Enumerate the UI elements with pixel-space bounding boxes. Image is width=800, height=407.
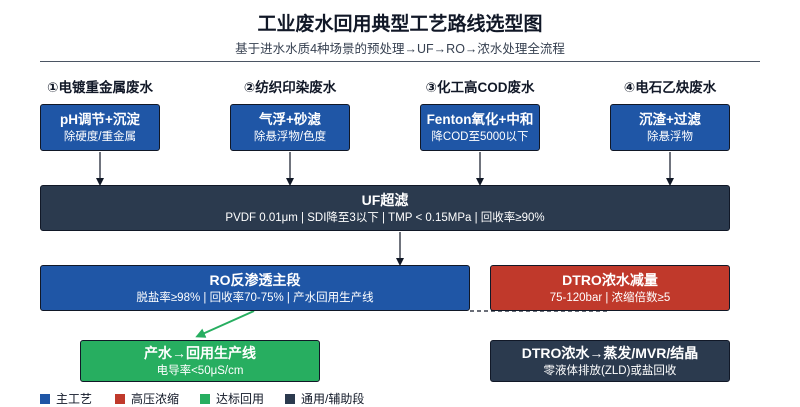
uf-box: UF超滤 PVDF 0.01μm | SDI降至3以下 | TMP < 0.15…	[40, 185, 730, 231]
diagram-title: 工业废水回用典型工艺路线选型图	[257, 14, 543, 35]
pretreatment-subtitle: 降COD至5000以下	[431, 131, 529, 143]
legend-swatch	[285, 393, 295, 404]
pretreatment-box-acetylene: 沉渣+过滤 除悬浮物	[610, 104, 730, 151]
legend-swatch	[40, 393, 50, 404]
legend-item-common: 通用/辅助段	[285, 390, 364, 407]
pretreatment-title: 沉渣+过滤	[639, 112, 701, 127]
pretreatment-subtitle: 除悬浮物/色度	[253, 131, 327, 143]
zld-box: DTRO浓水→蒸发/MVR/结晶 零液体排放(ZLD)或盐回收	[490, 340, 730, 382]
uf-title: UF超滤	[361, 192, 409, 208]
legend-swatch	[200, 393, 210, 404]
diagram-subtitle: 基于进水水质4种场景的预处理→UF→RO→浓水处理全流程	[235, 42, 565, 56]
product-specs: 电导率<50μS/cm	[156, 365, 244, 377]
pretreatment-title: pH调节+沉淀	[60, 112, 140, 127]
legend-item-main-process: 主工艺	[40, 390, 92, 407]
ro-specs: 脱盐率≥98% | 回收率70-75% | 产水回用生产线	[136, 292, 374, 304]
legend-swatch	[115, 393, 125, 404]
dtro-specs: 75-120bar | 浓缩倍数≥5	[549, 292, 671, 304]
pretreatment-box-chemical: Fenton氧化+中和 降COD至5000以下	[420, 104, 540, 151]
dtro-title: DTRO浓水减量	[562, 272, 658, 288]
pretreatment-title: 气浮+砂滤	[259, 112, 321, 127]
scenario-label-acetylene: ④电石乙炔废水	[623, 80, 717, 95]
ro-box: RO反渗透主段 脱盐率≥98% | 回收率70-75% | 产水回用生产线	[40, 265, 470, 311]
zld-title: DTRO浓水→蒸发/MVR/结晶	[521, 345, 699, 361]
ro-title: RO反渗透主段	[209, 272, 301, 288]
pretreatment-box-electroplating: pH调节+沉淀 除硬度/重金属	[40, 104, 160, 151]
pretreatment-subtitle: 除硬度/重金属	[63, 131, 137, 143]
title-divider	[40, 61, 760, 62]
pretreatment-title: Fenton氧化+中和	[426, 112, 534, 127]
scenario-label-electroplating: ①电镀重金属废水	[47, 80, 153, 95]
zld-specs: 零液体排放(ZLD)或盐回收	[543, 365, 677, 377]
product-water-box: 产水→回用生产线 电导率<50μS/cm	[80, 340, 320, 382]
product-title: 产水→回用生产线	[144, 345, 256, 361]
legend-label: 高压浓缩	[131, 392, 180, 406]
arrow-ro-to-product	[195, 310, 255, 338]
legend-label: 通用/辅助段	[301, 392, 365, 406]
legend-item-reuse: 达标回用	[200, 390, 264, 407]
scenario-label-chemical: ③化工高COD废水	[425, 80, 535, 95]
scenario-label-textile: ②纺织印染废水	[243, 80, 337, 95]
legend-label: 达标回用	[216, 392, 265, 406]
dtro-box: DTRO浓水减量 75-120bar | 浓缩倍数≥5	[490, 265, 730, 311]
legend-item-high-pressure: 高压浓缩	[115, 390, 179, 407]
uf-specs: PVDF 0.01μm | SDI降至3以下 | TMP < 0.15MPa |…	[225, 212, 545, 224]
legend-label: 主工艺	[56, 392, 93, 406]
pretreatment-box-textile: 气浮+砂滤 除悬浮物/色度	[230, 104, 350, 151]
pretreatment-subtitle: 除悬浮物	[647, 131, 693, 143]
